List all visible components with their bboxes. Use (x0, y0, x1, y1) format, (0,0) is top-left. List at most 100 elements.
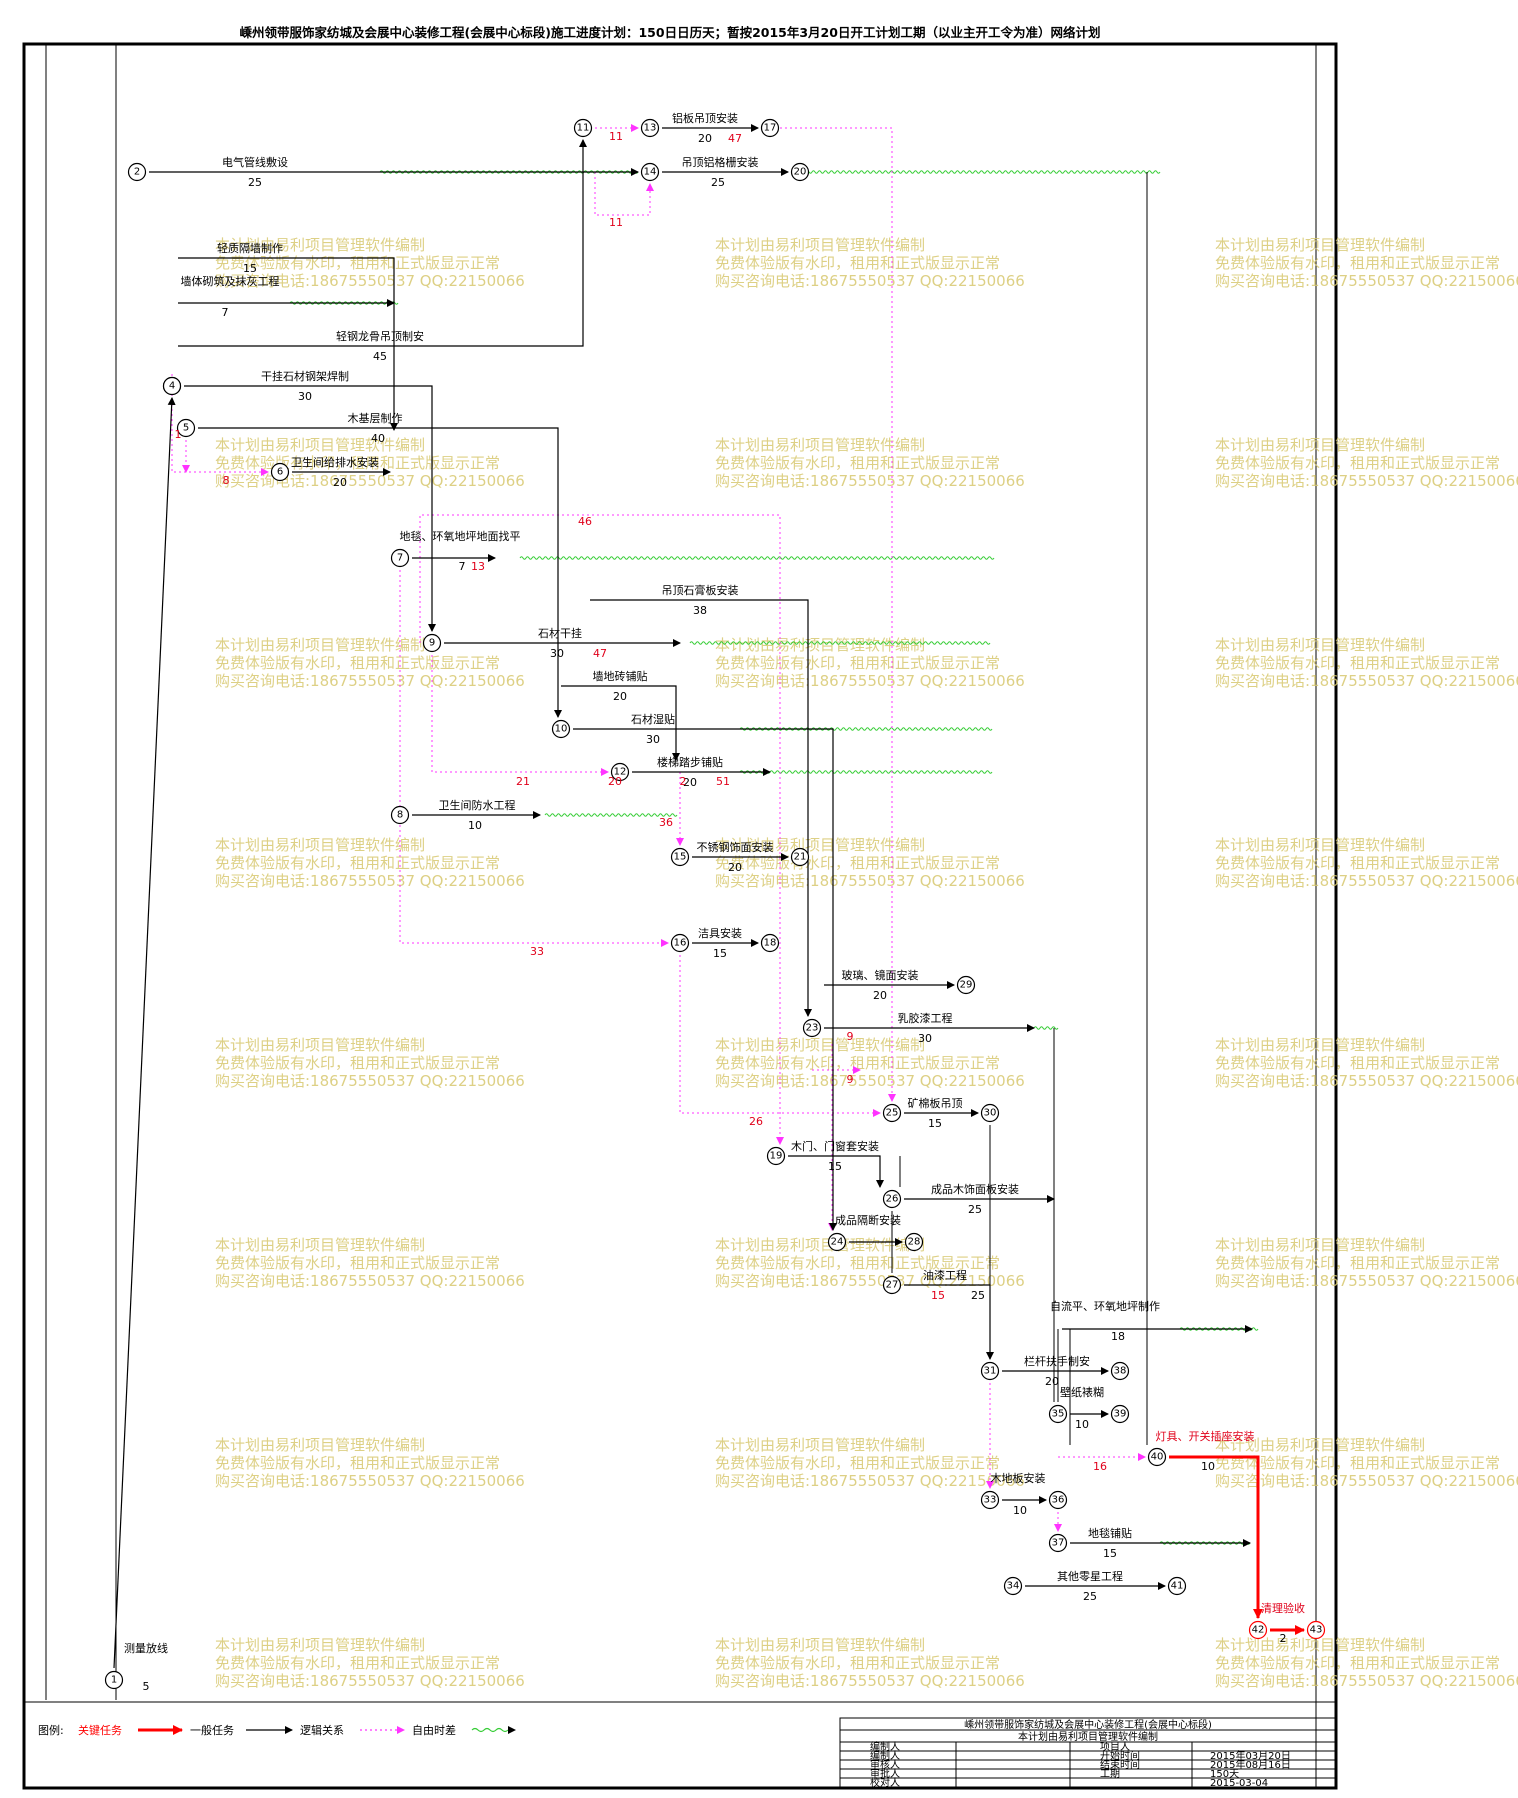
node-1: 1 (104, 1670, 124, 1690)
task-label: 地毯铺贴 (1088, 1526, 1132, 1540)
task-duration: 38 (693, 604, 707, 617)
title-block-key1: 审核人 (870, 1758, 900, 1771)
node-number: 17 (764, 123, 777, 134)
node-number: 1 (111, 1675, 117, 1686)
task-duration: 15 (1103, 1547, 1117, 1560)
legend-label: 图例: (38, 1723, 64, 1737)
watermark-text: 本计划由易利项目管理软件编制 (715, 636, 925, 654)
task-duration: 10 (1075, 1418, 1089, 1431)
watermark-text: 免费体验版有水印，租用和正式版显示正常 (215, 1054, 500, 1072)
node-number: 7 (397, 553, 403, 564)
watermark-text: 购买咨询电话:18675550537 QQ:22150066 (215, 672, 525, 690)
node-10: 10 (551, 719, 571, 739)
task-label: 成品隔断安装 (835, 1213, 901, 1227)
watermark-text: 购买咨询电话:18675550537 QQ:22150066 (215, 272, 525, 290)
node-number: 24 (831, 1237, 844, 1248)
node-number: 27 (886, 1280, 899, 1291)
watermark-text: 本计划由易利项目管理软件编制 (715, 836, 925, 854)
task-label: 吊顶铝格栅安装 (682, 155, 759, 169)
title-block-key1: 编制人 (870, 1749, 900, 1762)
watermark-text: 本计划由易利项目管理软件编制 (715, 1436, 925, 1454)
watermark-text: 本计划由易利项目管理软件编制 (1215, 836, 1425, 854)
watermark-text: 免费体验版有水印，租用和正式版显示正常 (1215, 854, 1500, 872)
node-number: 34 (1007, 1581, 1020, 1592)
watermark-text: 本计划由易利项目管理软件编制 (215, 1436, 425, 1454)
watermark-text: 本计划由易利项目管理软件编制 (715, 236, 925, 254)
node-number: 42 (1252, 1625, 1265, 1636)
watermark-text: 本计划由易利项目管理软件编制 (1215, 1436, 1425, 1454)
task-label: 栏杆扶手制安 (1024, 1354, 1090, 1368)
node-23: 23 (802, 1018, 822, 1038)
task-label: 石材湿贴 (631, 712, 675, 726)
slack-value: 2 (680, 775, 687, 788)
task-duration: 20 (873, 989, 887, 1002)
watermark-text: 购买咨询电话:18675550537 QQ:22150066 (715, 472, 1025, 490)
node-6: 6 (270, 462, 290, 482)
watermark-text: 本计划由易利项目管理软件编制 (1215, 636, 1425, 654)
watermark-text: 免费体验版有水印，租用和正式版显示正常 (215, 854, 500, 872)
task-label: 成品木饰面板安装 (931, 1182, 1019, 1196)
task-label: 玻璃、镜面安装 (842, 968, 919, 982)
node-38: 38 (1110, 1361, 1130, 1381)
watermark-text: 本计划由易利项目管理软件编制 (715, 1236, 925, 1254)
node-number: 26 (886, 1194, 899, 1205)
node-26: 26 (882, 1189, 902, 1209)
watermark-text: 免费体验版有水印，租用和正式版显示正常 (1215, 654, 1500, 672)
task-label: 墙地砖铺贴 (593, 669, 648, 683)
watermark-text: 购买咨询电话:18675550537 QQ:22150066 (715, 872, 1025, 890)
watermark-text: 免费体验版有水印，租用和正式版显示正常 (1215, 454, 1500, 472)
task-duration: 7 (222, 306, 229, 319)
task-arrow (178, 139, 587, 347)
watermark-text: 免费体验版有水印，租用和正式版显示正常 (715, 1454, 1000, 1472)
node-12: 12 (610, 762, 630, 782)
task-duration: 10 (1201, 1460, 1215, 1473)
task-label: 清理验收 (1261, 1601, 1305, 1615)
task-duration: 25 (971, 1289, 985, 1302)
logic-arrow (780, 127, 896, 1102)
critical-task-arrow (1169, 1455, 1263, 1619)
task-label: 其他零星工程 (1057, 1570, 1123, 1583)
title-block-value: 2015-03-04 (1210, 1778, 1268, 1789)
node-13: 13 (640, 118, 660, 138)
watermark-text: 免费体验版有水印，租用和正式版显示正常 (1215, 1454, 1500, 1472)
node-number: 40 (1151, 1452, 1164, 1463)
title-block: 嵊州领带服饰家纺城及会展中心装修工程(会展中心标段) 本计划由易利项目管理软件编… (839, 1717, 1337, 1789)
node-34: 34 (1003, 1576, 1023, 1596)
free-float-wave (739, 770, 993, 774)
node-number: 39 (1114, 1409, 1127, 1420)
legend-free-float-label: 自由时差 (412, 1723, 456, 1737)
watermark-text: 免费体验版有水印，租用和正式版显示正常 (1215, 1654, 1500, 1672)
node-number: 41 (1171, 1581, 1184, 1592)
task-label: 轻钢龙骨吊顶制安 (336, 329, 424, 343)
node-number: 5 (183, 423, 189, 434)
task-duration: 25 (968, 1203, 982, 1216)
node-number: 16 (674, 938, 687, 949)
watermark-text: 本计划由易利项目管理软件编制 (215, 636, 425, 654)
task-label: 石材干挂 (538, 626, 582, 640)
task-label: 轻质隔墙制作 (217, 241, 283, 255)
node-number: 33 (984, 1495, 997, 1506)
watermark-text: 购买咨询电话:18675550537 QQ:22150066 (715, 1272, 1025, 1290)
node-16: 16 (670, 933, 690, 953)
task-label: 吊顶石膏板安装 (662, 583, 739, 597)
watermark-text: 免费体验版有水印，租用和正式版显示正常 (215, 1454, 500, 1472)
task-label: 墙体砌筑及抹灰工程 (181, 274, 280, 288)
task-duration: 25 (1083, 1590, 1097, 1603)
task-label: 木基层制作 (348, 412, 403, 425)
watermark-text: 本计划由易利项目管理软件编制 (715, 1636, 925, 1654)
logic-arrow (679, 955, 881, 1117)
task-duration: 10 (1013, 1504, 1027, 1517)
task-label: 木门、门窗套安装 (791, 1139, 879, 1153)
node-number: 28 (908, 1237, 921, 1248)
node-number: 19 (770, 1151, 783, 1162)
node-number: 25 (886, 1108, 899, 1119)
task-duration: 15 (713, 947, 727, 960)
task-duration: 15 (928, 1117, 942, 1130)
legend-free-float-wave (471, 1727, 509, 1733)
watermark-text: 购买咨询电话:18675550537 QQ:22150066 (715, 1472, 1025, 1490)
task-arrow (113, 397, 176, 1669)
legend: 图例: 关键任务 一般任务 逻辑关系 自由时差 (38, 1723, 516, 1737)
slack-value: 33 (530, 945, 544, 958)
watermark-text: 免费体验版有水印，租用和正式版显示正常 (715, 254, 1000, 272)
node-number: 31 (984, 1366, 997, 1377)
